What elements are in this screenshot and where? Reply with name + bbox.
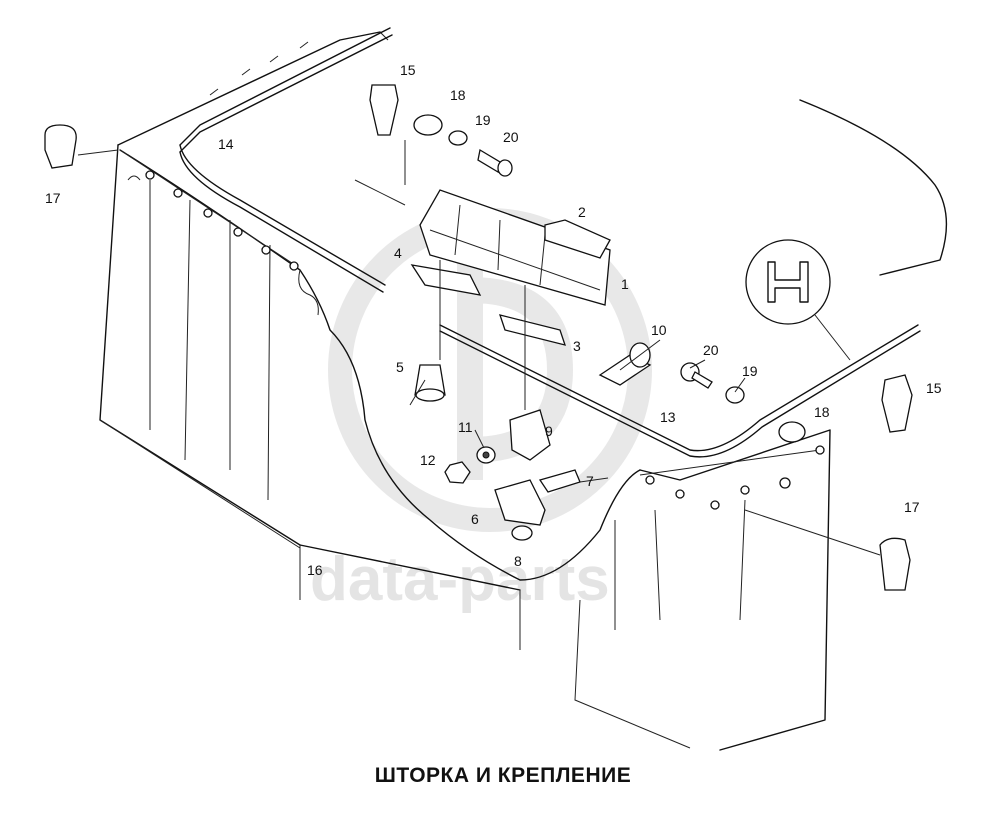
- callout-18: 18: [814, 404, 830, 420]
- cabin-outline: [99, 31, 948, 751]
- hook-row-left: [119, 41, 309, 271]
- rail-13: [439, 324, 921, 458]
- callout-9: 9: [545, 423, 553, 439]
- ring-18-top: [413, 114, 443, 136]
- latch-6: [494, 479, 546, 526]
- callout-7: 7: [586, 473, 594, 489]
- callout-14: 14: [218, 136, 234, 152]
- callout-3: 3: [573, 338, 581, 354]
- callout-1: 1: [621, 276, 629, 292]
- callout-15: 15: [400, 62, 416, 78]
- clip-15-right: [881, 374, 913, 433]
- bracket-9: [509, 409, 551, 461]
- leader-lines: [354, 140, 746, 483]
- callout-20: 20: [703, 342, 719, 358]
- callouts: 15 18 19 20 14 17 2 4 1 3 10 20 19 15 5 …: [45, 62, 942, 578]
- callout-2: 2: [578, 204, 586, 220]
- callout-17: 17: [904, 499, 920, 515]
- rail-profile-detail: [745, 239, 851, 361]
- console-1: [419, 189, 611, 306]
- clip-17-left: [44, 124, 119, 169]
- cap-8: [511, 525, 533, 541]
- callout-18: 18: [450, 87, 466, 103]
- callout-19: 19: [742, 363, 758, 379]
- diagram-caption: ШТОРКА И КРЕПЛЕНИЕ: [374, 764, 632, 787]
- pad-2: [544, 219, 611, 259]
- callout-13: 13: [660, 409, 676, 425]
- callout-20: 20: [503, 129, 519, 145]
- watermark-text: data-parts: [310, 545, 610, 614]
- rail-14: [179, 27, 393, 293]
- callout-17: 17: [45, 190, 61, 206]
- washer-19-right: [725, 386, 745, 404]
- callout-11: 11: [458, 419, 473, 435]
- callout-12: 12: [420, 452, 436, 468]
- callout-19: 19: [475, 112, 491, 128]
- callout-5: 5: [396, 359, 404, 375]
- callout-4: 4: [394, 245, 402, 261]
- screw-20-top: [477, 148, 513, 177]
- screw-20-right: [680, 362, 713, 389]
- hook-row-right: [639, 445, 825, 510]
- nut-11: [476, 446, 496, 464]
- washer-19-top: [448, 130, 468, 146]
- callout-16: 16: [307, 562, 323, 578]
- bracket-4: [410, 264, 482, 296]
- clip-5: [414, 364, 446, 402]
- callout-6: 6: [471, 511, 479, 527]
- callout-8: 8: [514, 553, 522, 569]
- ring-18-right: [778, 421, 806, 443]
- clip-15-top: [369, 84, 399, 136]
- callout-10: 10: [651, 322, 667, 338]
- nut-12: [444, 461, 471, 484]
- bracket-3: [499, 314, 566, 346]
- callout-15: 15: [926, 380, 942, 396]
- clip-17-right: [744, 509, 911, 591]
